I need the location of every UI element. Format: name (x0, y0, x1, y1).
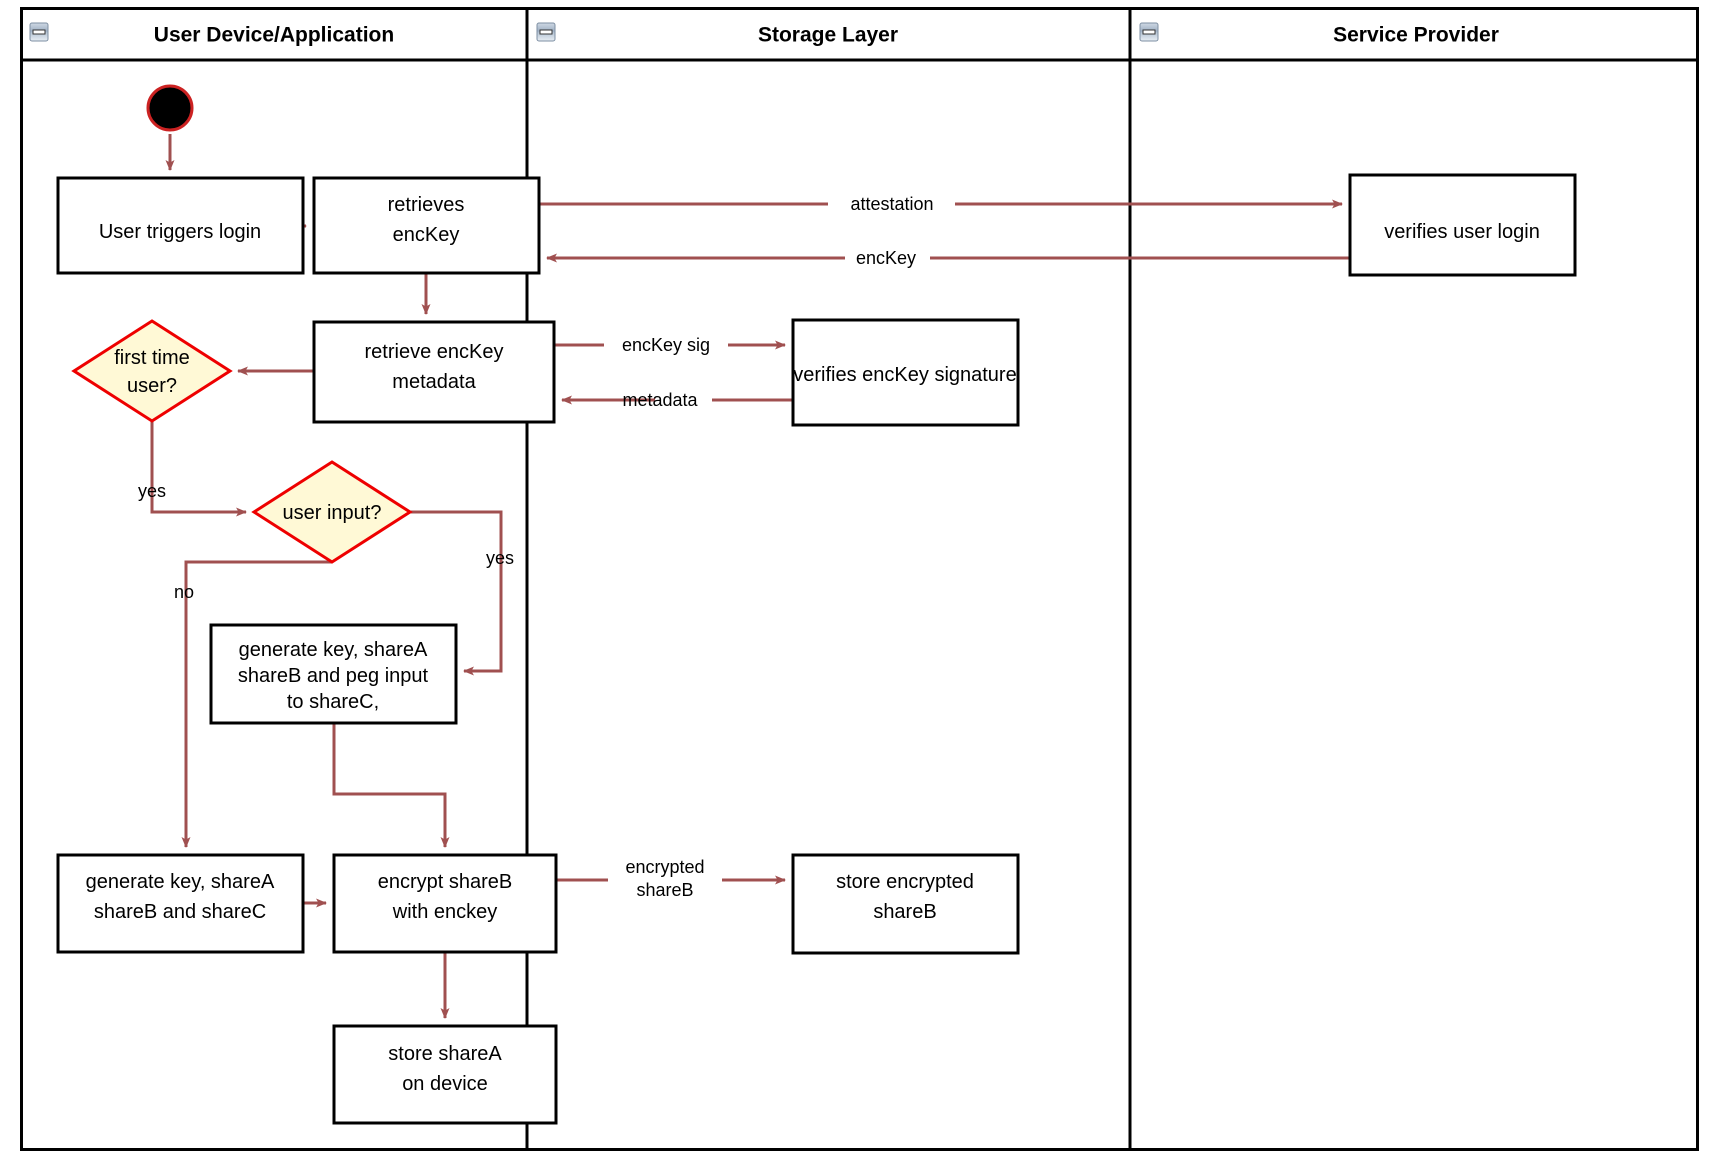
action-box (209, 623, 458, 725)
action-label-verifies-enckey-signature: verifies encKey signature (793, 364, 1016, 386)
edge-label-user-input-yes: yes (486, 548, 514, 568)
lane-header-storage-layer: Storage Layer (536, 22, 898, 47)
edge-label-user-input-no: no (174, 582, 194, 602)
action-label-generate-peg-line2: shareB and peg input (238, 665, 429, 687)
flow-edges: attestation encKey encKey sig metadata y… (138, 134, 1350, 1019)
minus-box-icon-storage-layer[interactable] (536, 22, 556, 42)
decision-first-time-user[interactable]: first time user? (71, 319, 233, 423)
diagram-outer-border (20, 7, 1699, 1151)
action-box (332, 1024, 558, 1125)
edge-label-encrypted-shareb-line1: encrypted (625, 857, 704, 877)
action-generate-abc[interactable]: generate key, shareA shareB and shareC (56, 853, 305, 954)
action-label-generate-abc-line1: generate key, shareA (86, 871, 275, 893)
action-box (312, 176, 541, 275)
action-box (312, 320, 556, 424)
action-retrieves-enckey[interactable]: retrieves encKey (312, 176, 541, 275)
action-verifies-user-login[interactable]: verifies user login (1348, 173, 1577, 277)
decision-label-first-time-line2: user? (127, 375, 177, 397)
action-label-generate-peg-line1: generate key, shareA (239, 639, 428, 661)
action-label-retrieves-enckey-line2: encKey (393, 224, 460, 246)
action-label-store-encrypted-line2: shareB (873, 901, 936, 923)
lane-header-user-device: User Device/Application (29, 22, 394, 47)
action-box (791, 318, 1020, 427)
minus-box-icon-user-device[interactable] (29, 22, 49, 42)
edge-user-input-no (181, 560, 332, 848)
action-verifies-enckey-signature[interactable]: verifies encKey signature (791, 318, 1020, 427)
action-retrieve-enckey-metadata[interactable]: retrieve encKey metadata (312, 320, 556, 424)
action-label-store-encrypted-line1: store encrypted (836, 871, 974, 893)
action-box (791, 853, 1020, 955)
action-box (1348, 173, 1577, 277)
decision-label-first-time-line1: first time (114, 347, 190, 369)
action-box (332, 853, 558, 954)
initial-node-circle (146, 84, 194, 132)
action-box (56, 853, 305, 954)
lane-title-storage-layer: Storage Layer (758, 24, 898, 47)
edge-label-first-time-yes: yes (138, 481, 166, 501)
action-generate-peg[interactable]: generate key, shareA shareB and peg inpu… (209, 623, 458, 725)
action-label-retrieves-enckey-line1: retrieves (388, 194, 465, 216)
decision-diamond (71, 319, 233, 423)
action-encrypt-shareb[interactable]: encrypt shareB with enckey (332, 853, 558, 954)
decision-diamond (251, 460, 413, 564)
edge-first-time-yes (150, 421, 247, 517)
action-label-retrieve-metadata-line2: metadata (392, 371, 476, 393)
edge-label-enckey: encKey (856, 248, 916, 268)
action-label-encrypt-shareb-line1: encrypt shareB (378, 871, 513, 893)
initial-node[interactable] (146, 84, 194, 132)
edge-peg-to-encrypt (332, 723, 450, 848)
decision-label-user-input: user input? (283, 502, 382, 524)
action-label-store-sharea-line2: on device (402, 1073, 488, 1095)
minus-box-icon-service-provider[interactable] (1139, 22, 1159, 42)
lane-title-user-device: User Device/Application (154, 24, 394, 47)
action-label-generate-peg-line3: to shareC, (287, 691, 379, 713)
edge-label-encrypted-shareb-line2: shareB (636, 880, 693, 900)
action-box (56, 176, 305, 275)
action-label-generate-abc-line2: shareB and shareC (94, 901, 266, 923)
action-store-sharea[interactable]: store shareA on device (332, 1024, 558, 1125)
lane-header-service-provider: Service Provider (1139, 22, 1499, 47)
action-label-verifies-user-login: verifies user login (1384, 221, 1540, 243)
edge-user-input-yes (410, 510, 503, 676)
action-store-encrypted-shareb[interactable]: store encrypted shareB (791, 853, 1020, 955)
edge-label-attestation: attestation (850, 194, 933, 214)
edge-label-enckey-sig: encKey sig (622, 335, 710, 355)
action-label-store-sharea-line1: store shareA (388, 1043, 502, 1065)
action-label-encrypt-shareb-line2: with enckey (392, 901, 498, 923)
action-user-triggers-login[interactable]: User triggers login (56, 176, 305, 275)
edge-label-metadata: metadata (622, 390, 698, 410)
lane-title-service-provider: Service Provider (1333, 24, 1499, 47)
action-label-user-triggers-login: User triggers login (99, 221, 261, 243)
decision-user-input[interactable]: user input? (251, 460, 413, 564)
action-label-retrieve-metadata-line1: retrieve encKey (365, 341, 504, 363)
